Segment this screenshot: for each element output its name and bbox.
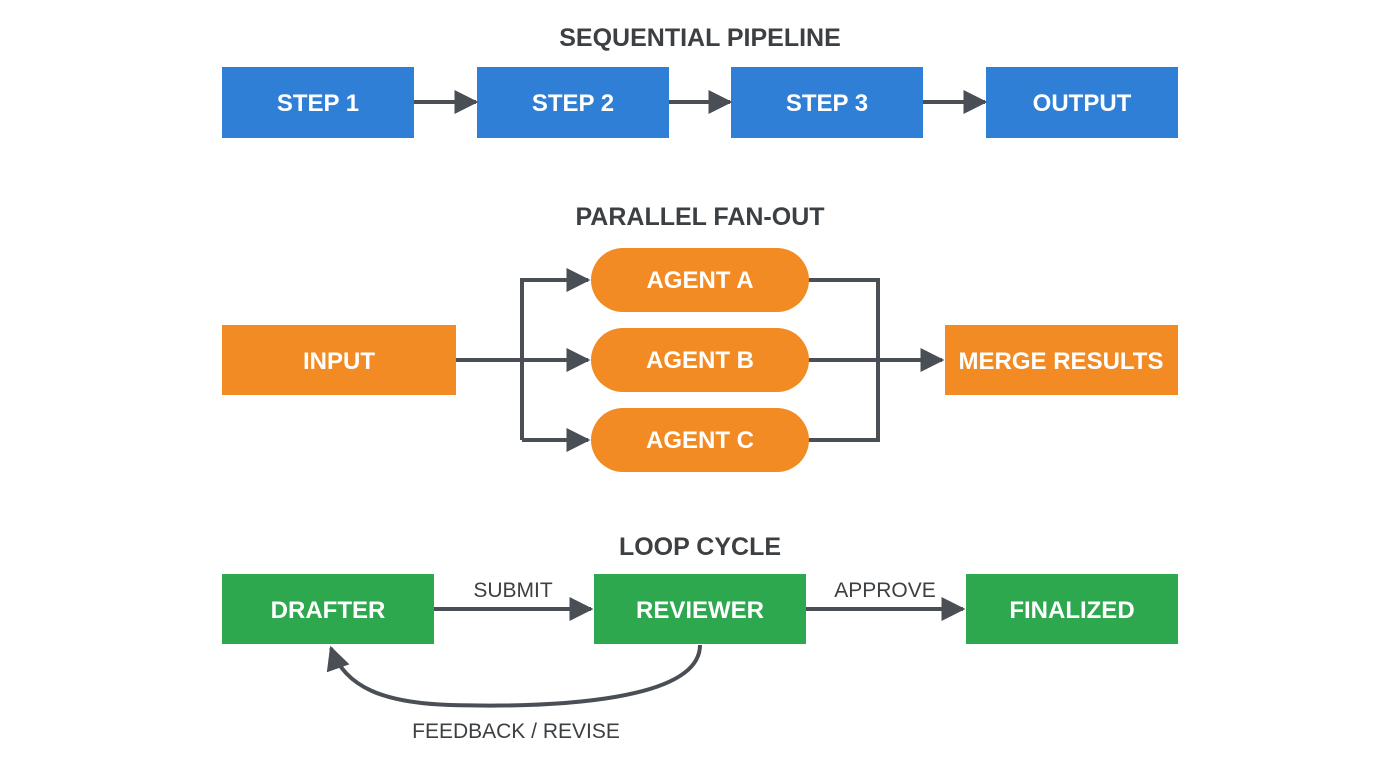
agent-b-node: AGENT B bbox=[591, 328, 809, 392]
drafter-node: DRAFTER bbox=[222, 574, 434, 644]
finalized-box bbox=[966, 574, 1178, 644]
step-1-node: STEP 1 bbox=[222, 67, 414, 138]
input-label: INPUT bbox=[303, 348, 375, 375]
step-1-label: STEP 1 bbox=[277, 90, 359, 117]
parallel-fanout-title: PARALLEL FAN-OUT bbox=[575, 203, 824, 231]
loop-cycle-section: LOOP CYCLE SUBMIT APPROVE FEEDBACK / REV… bbox=[222, 533, 1178, 743]
output-box bbox=[986, 67, 1178, 138]
step-2-node: STEP 2 bbox=[477, 67, 669, 138]
step-1-box bbox=[222, 67, 414, 138]
reviewer-node: REVIEWER bbox=[594, 574, 806, 644]
agent-c-label: AGENT C bbox=[646, 427, 754, 454]
drafter-box bbox=[222, 574, 434, 644]
finalized-node: FINALIZED bbox=[966, 574, 1178, 644]
input-node: INPUT bbox=[222, 325, 456, 395]
reviewer-label: REVIEWER bbox=[636, 597, 764, 624]
step-2-box bbox=[477, 67, 669, 138]
merge-results-box bbox=[945, 325, 1178, 395]
finalized-label: FINALIZED bbox=[1009, 597, 1134, 624]
step-3-node: STEP 3 bbox=[731, 67, 923, 138]
step-2-label: STEP 2 bbox=[532, 90, 614, 117]
output-node: OUTPUT bbox=[986, 67, 1178, 138]
sequential-pipeline-title: SEQUENTIAL PIPELINE bbox=[559, 24, 841, 52]
agent-a-node: AGENT A bbox=[591, 248, 809, 312]
feedback-revise-label: FEEDBACK / REVISE bbox=[412, 720, 620, 743]
input-box bbox=[222, 325, 456, 395]
merge-results-label: MERGE RESULTS bbox=[959, 348, 1164, 375]
agent-b-label: AGENT B bbox=[646, 347, 754, 374]
output-label: OUTPUT bbox=[1033, 90, 1132, 117]
loop-cycle-title: LOOP CYCLE bbox=[619, 533, 781, 561]
drafter-label: DRAFTER bbox=[271, 597, 386, 624]
sequential-pipeline-section: SEQUENTIAL PIPELINE STEP 1 STEP 2 STEP 3… bbox=[222, 24, 1178, 138]
agent-c-node: AGENT C bbox=[591, 408, 809, 472]
step-3-box bbox=[731, 67, 923, 138]
submit-label: SUBMIT bbox=[473, 579, 553, 602]
approve-label: APPROVE bbox=[834, 579, 936, 602]
agent-b-pill bbox=[591, 328, 809, 392]
agent-a-label: AGENT A bbox=[646, 267, 753, 294]
agent-c-pill bbox=[591, 408, 809, 472]
step-3-label: STEP 3 bbox=[786, 90, 868, 117]
reviewer-box bbox=[594, 574, 806, 644]
merge-results-node: MERGE RESULTS bbox=[945, 325, 1178, 395]
arrow-feedback-revise bbox=[326, 644, 702, 708]
agent-a-pill bbox=[591, 248, 809, 312]
parallel-fanout-section: PARALLEL FAN-OUT INPUT AGENT A AGENT B A… bbox=[222, 203, 1178, 472]
